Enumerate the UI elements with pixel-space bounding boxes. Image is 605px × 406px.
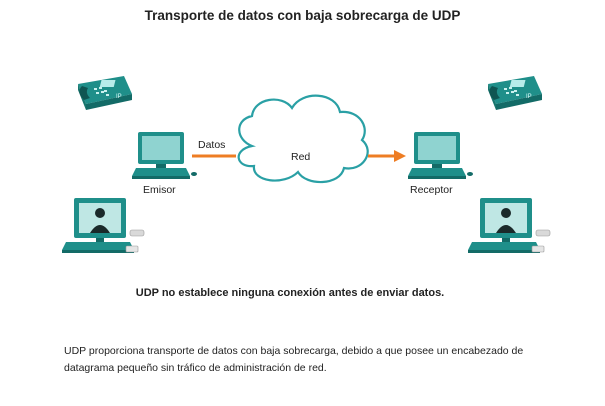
cloud-icon <box>237 94 369 184</box>
network-label: Red <box>291 151 310 163</box>
diagram-title: Transporte de datos con baja sobrecarga … <box>144 8 461 23</box>
video-right-icon <box>467 197 551 254</box>
video-left-icon <box>61 197 145 254</box>
caption: UDP no establece ninguna conexión antes … <box>135 287 445 299</box>
sender-label: Emisor <box>143 184 176 196</box>
phone-left-icon <box>78 76 132 110</box>
description: UDP proporciona transporte de datos con … <box>64 345 524 374</box>
arrow-icon <box>192 150 406 162</box>
pc-left-icon <box>132 132 197 179</box>
pc-right-icon <box>408 132 473 179</box>
receiver-label: Receptor <box>410 184 453 196</box>
phone-right-icon <box>488 76 542 110</box>
data-label: Datos <box>198 139 225 151</box>
